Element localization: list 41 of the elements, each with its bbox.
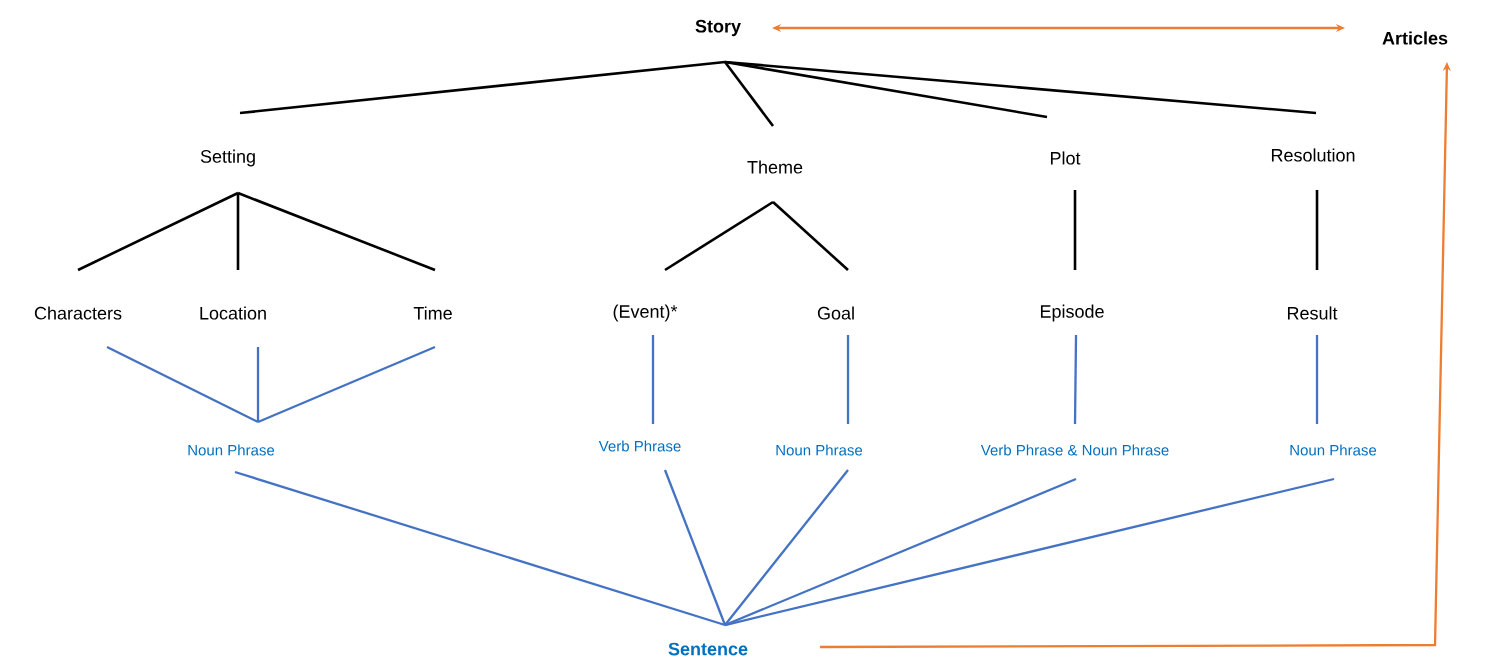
- node-label: Articles: [1382, 31, 1448, 45]
- connector-line: [663, 469, 727, 626]
- node-label: Plot: [1051, 151, 1081, 165]
- node-label: Noun Phrase: [1290, 444, 1377, 456]
- connector-line: [236, 193, 240, 270]
- node-label: Verb Phrase & Noun Phrase: [980, 444, 1169, 456]
- connector-line: [1315, 190, 1319, 270]
- connector-line: [724, 469, 849, 626]
- connector-line: [106, 345, 259, 424]
- node-label: Goal: [817, 306, 854, 320]
- connector-line: [256, 347, 260, 422]
- connector-line: [239, 60, 726, 115]
- node-label: Time: [413, 306, 452, 320]
- node-label: Verb Phrase: [598, 440, 681, 452]
- connector-line: [846, 335, 850, 424]
- connector-line: [234, 470, 726, 627]
- node-label: Theme: [747, 160, 803, 174]
- connector-line: [237, 191, 436, 272]
- node-label: (Event)*: [613, 304, 678, 322]
- connector-line: [1315, 335, 1319, 424]
- node-label: Noun Phrase: [188, 444, 275, 456]
- connector-line: [664, 200, 774, 272]
- connector-line: [724, 60, 1317, 115]
- connector-line: [77, 191, 239, 272]
- node-label: Noun Phrase: [776, 444, 863, 456]
- connector-line: [1073, 190, 1077, 270]
- node-label: Story: [695, 19, 741, 37]
- connector-line: [651, 335, 655, 424]
- node-label: Location: [200, 306, 266, 320]
- connector-line: [724, 60, 1048, 119]
- node-label: Sentence: [668, 642, 748, 656]
- node-label: Episode: [1040, 304, 1104, 322]
- node-label: Characters: [34, 306, 122, 320]
- connector-line: [257, 345, 436, 424]
- node-label: Result: [1288, 306, 1338, 320]
- node-label: Resolution: [1271, 148, 1355, 162]
- connector-line: [772, 201, 849, 271]
- connector-line: [1073, 335, 1078, 425]
- connector-line: [723, 61, 775, 127]
- connector-line: [724, 477, 1335, 627]
- node-label: Setting: [200, 149, 255, 167]
